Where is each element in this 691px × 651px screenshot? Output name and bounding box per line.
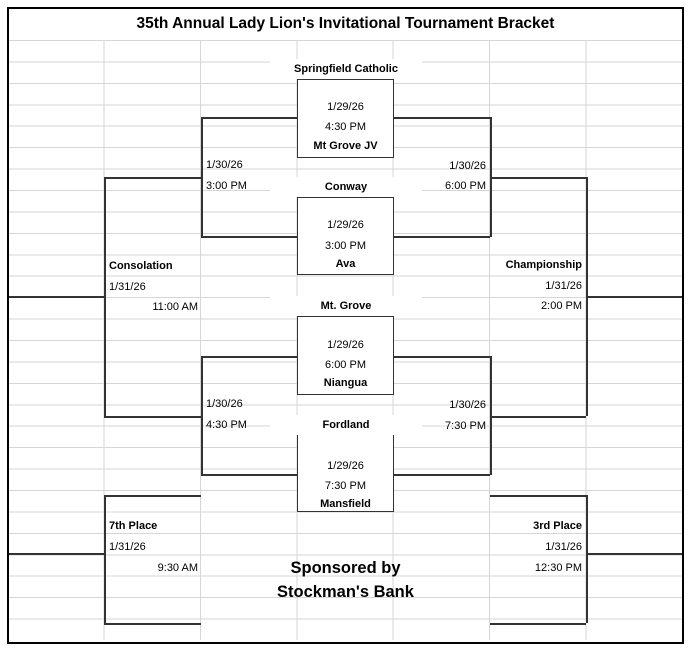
bracket-line-game2-left [201, 236, 297, 238]
bracket-line-game3-left [201, 356, 297, 358]
game4-box [297, 434, 394, 512]
consolation-date: 1/31/26 [109, 281, 146, 293]
bracket-line-7th-vertical [104, 495, 106, 623]
consolation-label: Consolation [109, 260, 173, 272]
consolation-semi2-date: 1/30/26 [206, 398, 243, 410]
sheet-border [7, 7, 684, 644]
game1-box [297, 79, 394, 158]
bracket-line-consolation-final [104, 177, 106, 416]
bracket-line-consolation-semi2-winner [104, 416, 201, 418]
championship-semi1-date: 1/30/26 [449, 160, 486, 172]
game4-date: 1/29/26 [327, 460, 364, 472]
game2-box [297, 197, 394, 275]
third-place-time: 12:30 PM [534, 562, 582, 574]
consolation-time: 11:00 AM [152, 301, 198, 313]
game2-date: 1/29/26 [327, 219, 364, 231]
game1-top-team: Springfield Catholic [270, 59, 422, 79]
bracket-line-championship-semi2-winner [490, 416, 586, 418]
championship-label: Championship [505, 259, 582, 271]
game4-bottom-team: Mansfield [320, 498, 371, 510]
bracket-line-championship-semi2 [490, 356, 492, 475]
game3-date: 1/29/26 [327, 339, 364, 351]
championship-time: 2:00 PM [541, 300, 582, 312]
consolation-semi1-time: 3:00 PM [206, 180, 247, 192]
game2-top-team: Conway [270, 177, 422, 197]
game2-time: 3:00 PM [325, 240, 366, 252]
sponsor-line2: Stockman's Bank [277, 583, 414, 601]
seventh-place-time: 9:30 AM [157, 562, 198, 574]
game4-top-team: Fordland [270, 415, 422, 435]
bracket-line-game1-left [201, 117, 297, 119]
bracket-line-consolation-semi1-winner [104, 177, 201, 179]
championship-semi2-date: 1/30/26 [449, 399, 486, 411]
bracket-line-game1-right [394, 117, 490, 119]
consolation-semi1-date: 1/30/26 [206, 159, 243, 171]
bracket-line-game4-left [201, 474, 297, 476]
bracket-line-game3-right [394, 356, 490, 358]
game3-top-team: Mt. Grove [270, 296, 422, 316]
game4-time: 7:30 PM [325, 480, 366, 492]
bracket-line-3rd-bottom [490, 623, 586, 625]
game2-bottom-team: Ava [335, 258, 356, 270]
game3-bottom-team: Niangua [323, 377, 368, 389]
bracket-line-7th-winner [8, 553, 104, 555]
bracket-line-game4-right [394, 474, 490, 476]
seventh-place-date: 1/31/26 [109, 541, 146, 553]
bracket-line-champion [586, 296, 683, 298]
bracket-line-7th-bottom [104, 623, 201, 625]
seventh-place-label: 7th Place [109, 520, 158, 532]
bracket-line-consolation-semi2 [201, 356, 203, 475]
sponsor-line1: Sponsored by [290, 559, 401, 577]
bracket-line-3rd-vertical [586, 495, 588, 623]
page-title: 35th Annual Lady Lion's Invitational Tou… [136, 15, 555, 32]
championship-date: 1/31/26 [545, 280, 582, 292]
bracket-line-consolation-winner [8, 296, 104, 298]
bracket-line-championship-semi1-winner [490, 177, 586, 179]
game1-time: 4:30 PM [325, 121, 366, 133]
bracket-line-3rd-top [490, 495, 586, 497]
championship-semi2-time: 7:30 PM [445, 420, 486, 432]
bracket-line-3rd-winner [586, 553, 683, 555]
third-place-label: 3rd Place [533, 520, 582, 532]
bracket-line-7th-top [104, 495, 201, 497]
bracket-line-game2-right [394, 236, 490, 238]
bracket-line-consolation-semi1 [201, 117, 203, 237]
game1-bottom-team: Mt Grove JV [313, 140, 378, 152]
game3-box [297, 316, 394, 395]
game3-time: 6:00 PM [325, 359, 366, 371]
game1-date: 1/29/26 [327, 101, 364, 113]
championship-semi1-time: 6:00 PM [445, 180, 486, 192]
consolation-semi2-time: 4:30 PM [206, 419, 247, 431]
third-place-date: 1/31/26 [545, 541, 582, 553]
